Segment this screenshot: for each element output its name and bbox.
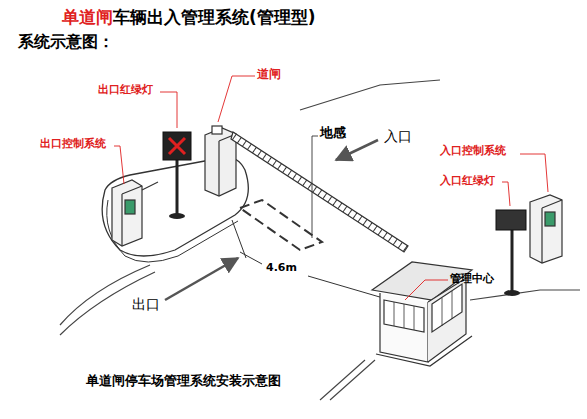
entry-cabinet xyxy=(530,195,562,263)
callout-label: 道闸 xyxy=(257,68,281,82)
callout-label: 入口控制系统 xyxy=(440,145,506,158)
entry-traffic-light xyxy=(496,210,526,296)
subtitle: 系统示意图： xyxy=(18,33,114,51)
direction-label: 出口 xyxy=(132,296,160,312)
title: 车辆出入管理系统(管理型) xyxy=(113,8,316,28)
callout-label: 管理中心 xyxy=(450,273,494,286)
callout-label: 出口红绿灯 xyxy=(98,84,153,97)
callout-label: 入口红绿灯 xyxy=(440,175,495,188)
exit-cabinet xyxy=(112,180,158,246)
entry-arrow xyxy=(336,140,378,160)
callout-label: 地感 xyxy=(320,126,346,141)
leader-line xyxy=(114,76,548,300)
leader-line xyxy=(312,136,318,238)
callout-label: 出口控制系统 xyxy=(40,138,106,151)
exit-arrow xyxy=(165,258,238,300)
road-curb xyxy=(60,80,580,400)
title-highlight: 单道闸 xyxy=(62,8,113,28)
dimension-line xyxy=(232,220,390,300)
direction-label: 入口 xyxy=(384,128,412,144)
caption: 单道闸停车场管理系统安装示意图 xyxy=(86,374,281,389)
dimension-label: 4.6m xyxy=(266,262,297,275)
exit-traffic-light xyxy=(163,132,191,219)
ground-loop xyxy=(240,200,322,250)
barrier-gate xyxy=(205,126,408,252)
